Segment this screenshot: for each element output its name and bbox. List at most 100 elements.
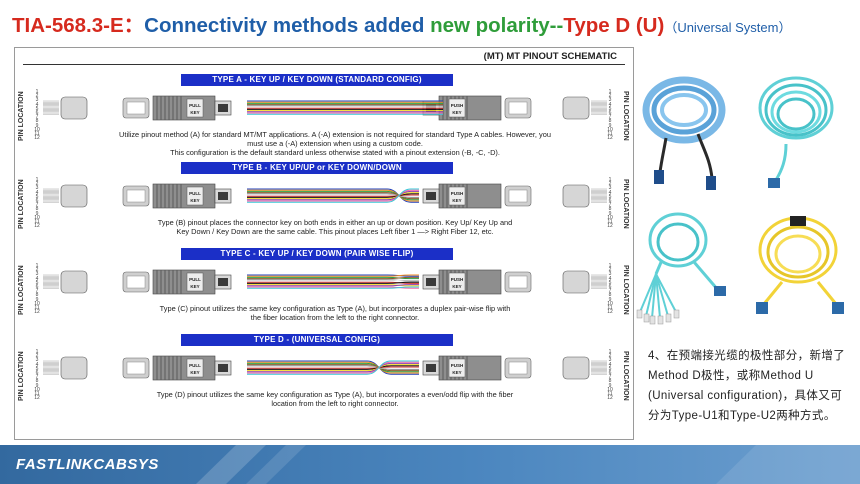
pin-number: 1 — [608, 89, 612, 95]
description-line: Key Down / Key Down are the same cable. … — [176, 227, 494, 236]
left-pull-label: PULL — [189, 103, 201, 108]
pin-number: 5 — [608, 193, 612, 200]
description-line: Utilize pinout method (A) for standard M… — [119, 130, 551, 139]
pin-number: 12 — [607, 309, 613, 316]
pin-number: 9 — [35, 296, 39, 303]
schematic-heading: (MT) MT PINOUT SCHEMATIC — [483, 51, 617, 62]
pin-number: 8 — [608, 118, 612, 125]
pin-number: 2 — [608, 181, 612, 188]
pin-number: 8 — [608, 378, 612, 385]
left-pull-label: PULL — [189, 277, 201, 282]
footer-bar: FASTLINKCABSYS — [0, 445, 860, 484]
right-boot-window — [508, 101, 528, 115]
aqua-coil-photo — [758, 76, 834, 188]
right-connector: PUSH KEY — [422, 269, 532, 295]
title-highlight: new polarity — [430, 14, 550, 37]
right-label-plate — [448, 272, 466, 292]
left-boot-window — [126, 189, 146, 203]
pin-number: 5 — [608, 279, 612, 286]
schematic-divider — [23, 64, 625, 65]
pin-number: 7 — [35, 202, 39, 209]
left-key-label: KEY — [190, 284, 199, 289]
pin-number: 8 — [35, 206, 39, 213]
right-pull-label: PUSH — [451, 363, 464, 368]
pin-number: 12 — [34, 135, 40, 142]
right-key-label: KEY — [452, 284, 461, 289]
pin-number: 1 — [608, 349, 612, 355]
diagram-group: PULL KEY PUSH KEY — [43, 269, 607, 295]
description-line: Type (C) pinout utilizes the same key co… — [159, 304, 511, 313]
right-adapter — [562, 356, 590, 380]
pin-number: 7 — [608, 202, 612, 209]
panel-banner: TYPE B - KEY UP/UP or KEY DOWN/DOWN — [181, 162, 453, 174]
pin-number: 1 — [35, 89, 39, 95]
ribbon-fiber-4 — [247, 276, 419, 280]
pin-number: 3 — [35, 357, 39, 364]
brand-logo: FASTLINKCABSYS — [16, 456, 159, 473]
right-key-label: KEY — [452, 198, 461, 203]
pin-number: 3 — [608, 185, 612, 192]
right-housing — [438, 269, 502, 295]
pin-number: 7 — [608, 374, 612, 381]
title-dash: -- — [549, 14, 564, 37]
left-boot-window — [126, 361, 146, 375]
pin-number: 6 — [35, 110, 39, 117]
left-label-plate — [186, 186, 204, 206]
left-housing — [152, 95, 216, 121]
pin-number: 8 — [35, 118, 39, 125]
pin-number: 10 — [34, 214, 40, 221]
right-boot-window — [508, 275, 528, 289]
pin-number: 2 — [35, 93, 39, 100]
pin-number: 5 — [35, 193, 39, 200]
left-adapter — [60, 96, 88, 120]
left-housing — [152, 183, 216, 209]
title-standard: TIA-568.3-E： — [12, 14, 145, 37]
left-ferrule-face — [218, 192, 228, 200]
pin-location-label-left: PIN LOCATION — [18, 265, 25, 315]
pin-number: 12 — [607, 135, 613, 142]
left-key-label: KEY — [190, 198, 199, 203]
description-line: the fiber location from the left to the … — [250, 313, 420, 322]
pin-number: 4 — [608, 189, 612, 196]
pin-number: 2 — [608, 353, 612, 360]
right-boot-window — [508, 189, 528, 203]
panel-description: Utilize pinout method (A) for standard M… — [107, 130, 563, 157]
description-line: Type (B) pinout places the connector key… — [157, 218, 513, 227]
left-housing — [152, 355, 216, 381]
left-label-plate — [186, 358, 204, 378]
pin-number: 6 — [608, 198, 612, 205]
ribbon-fiber-12 — [247, 188, 419, 203]
right-adapter — [562, 96, 590, 120]
ribbon-fiber-10 — [247, 284, 419, 287]
left-connector: PULL KEY — [122, 269, 232, 295]
right-boot-window — [508, 361, 528, 375]
pin-number: 3 — [35, 97, 39, 104]
pin-location-label-left: PIN LOCATION — [18, 179, 25, 229]
pin-number: 6 — [35, 198, 39, 205]
right-pull-label: PUSH — [451, 277, 464, 282]
pin-number: 11 — [34, 219, 40, 226]
title-main: Connectivity methods added — [144, 14, 431, 37]
right-housing — [438, 95, 502, 121]
pin-number: 10 — [607, 300, 613, 307]
pin-number: 11 — [34, 305, 40, 312]
pin-number: 4 — [608, 275, 612, 282]
right-pull-label: PUSH — [451, 103, 464, 108]
pin-number: 4 — [35, 101, 39, 108]
pin-number: 5 — [608, 105, 612, 112]
ribbon-fiber-12 — [247, 286, 419, 289]
right-key-label: KEY — [452, 110, 461, 115]
yellow-cable-photo — [756, 216, 844, 314]
title-note: （Universal System） — [664, 20, 792, 35]
left-ferrule-face — [218, 104, 228, 112]
panel-description: Type (C) pinout utilizes the same key co… — [107, 304, 563, 322]
right-key-label: KEY — [452, 370, 461, 375]
